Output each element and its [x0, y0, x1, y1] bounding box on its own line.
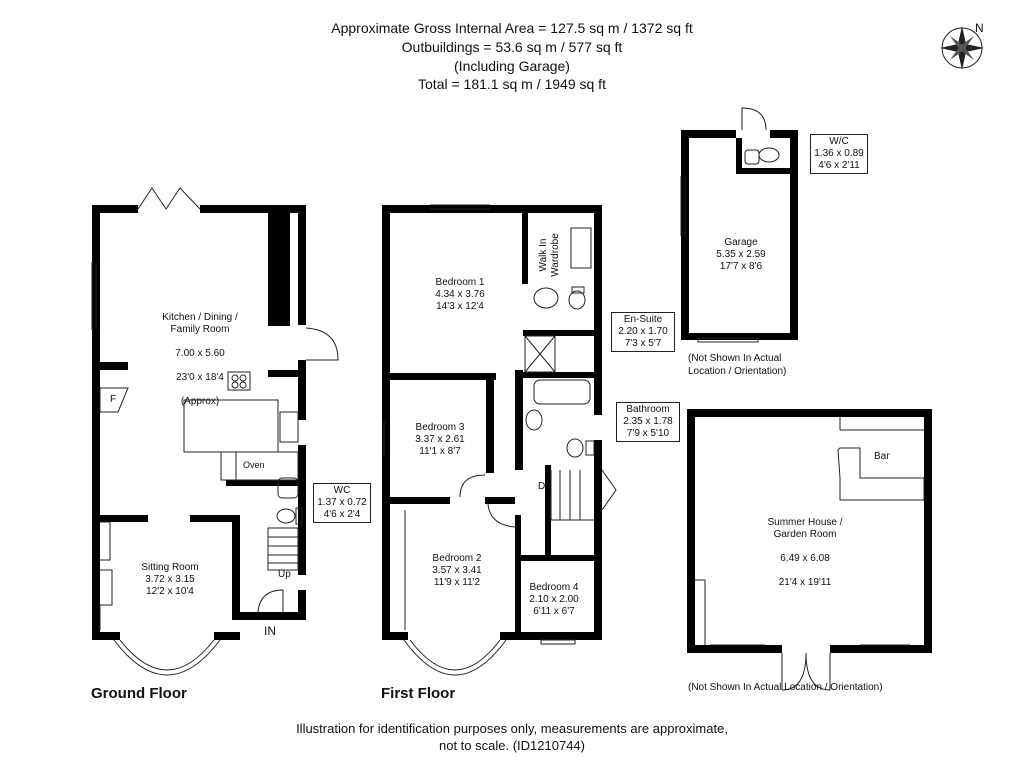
bedroom1-metric: 4.34 x 3.76: [435, 289, 485, 300]
entrance-label: IN: [264, 624, 276, 638]
garage-label: Garage 5.35 x 2.59 17'7 x 8'6: [705, 237, 777, 273]
wc-garage-metric: 1.36 x 0.89: [814, 148, 864, 159]
bedroom3-name: Bedroom 3: [415, 422, 465, 433]
bedroom1-name: Bedroom 1: [435, 277, 485, 288]
fridge-label: F: [110, 394, 117, 405]
kitchen-metric: 7.00 x 5.60: [175, 348, 225, 359]
bedroom1-label: Bedroom 1 4.34 x 3.76 14'3 x 12'4: [415, 277, 505, 313]
garage-imperial: 17'7 x 8'6: [719, 261, 763, 272]
kitchen-imperial: 23'0 x 18'4: [176, 372, 224, 383]
wc-ground-label: WC 1.37 x 0.72 4'6 x 2'4: [313, 483, 371, 523]
ensuite-metric: 2.20 x 1.70: [618, 326, 668, 337]
sitting-room-label: Sitting Room 3.72 x 3.15 12'2 x 10'4: [125, 562, 215, 598]
kitchen-name: Kitchen / Dining / Family Room: [162, 312, 238, 335]
disclaimer-line2: not to scale. (ID1210744): [439, 738, 585, 753]
stairs-up-label: Up: [278, 569, 291, 580]
wc-ground-imperial: 4'6 x 2'4: [323, 509, 361, 520]
summer-house-label: Summer House / Garden Room 6.49 x 6.08 2…: [755, 505, 855, 601]
bedroom3-metric: 3.37 x 2.61: [415, 434, 465, 445]
summer-metric: 6.49 x 6.08: [780, 553, 830, 564]
bedroom3-label: Bedroom 3 3.37 x 2.61 11'1 x 8'7: [395, 422, 485, 458]
wc-garage-name: W/C: [829, 136, 849, 147]
bedroom1-imperial: 14'3 x 12'4: [436, 301, 484, 312]
sitting-metric: 3.72 x 3.15: [145, 574, 195, 585]
summer-house-walls: [687, 409, 932, 653]
ensuite-imperial: 7'3 x 5'7: [624, 338, 662, 349]
ensuite-name: En-Suite: [623, 314, 663, 325]
stairs-down-label: Dn: [538, 481, 551, 492]
summer-location-note: (Not Shown In Actual Location / Orientat…: [688, 682, 883, 693]
total-area-text: Total = 181.1 sq m / 1949 sq ft: [418, 76, 606, 92]
bathroom-name: Bathroom: [626, 404, 670, 415]
oven-label: Oven: [243, 460, 265, 470]
garage-metric: 5.35 x 2.59: [716, 249, 766, 260]
first-floor-title: First Floor: [381, 685, 456, 702]
bedroom2-name: Bedroom 2: [432, 553, 482, 564]
sitting-name: Sitting Room: [141, 562, 199, 573]
summer-name: Summer House / Garden Room: [767, 517, 843, 540]
first-floor-walls: [382, 205, 602, 640]
wc-garage-label: W/C 1.36 x 0.89 4'6 x 2'11: [810, 134, 868, 174]
including-garage-text: (Including Garage): [454, 58, 570, 74]
compass-rose-icon: [940, 26, 984, 70]
compass-north-label: N: [975, 21, 984, 35]
bathroom-label: Bathroom 2.35 x 1.78 7'9 x 5'10: [616, 402, 680, 442]
bathroom-metric: 2.35 x 1.78: [623, 416, 673, 427]
bedroom2-imperial: 11'9 x 11'2: [433, 577, 481, 588]
bedroom4-imperial: 6'11 x 6'7: [533, 606, 575, 617]
walk-in-wardrobe-label: Walk In Wardrobe: [538, 233, 561, 277]
kitchen-dining-label: Kitchen / Dining / Family Room 7.00 x 5.…: [150, 300, 250, 420]
outbuildings-area-text: Outbuildings = 53.6 sq m / 577 sq ft: [401, 39, 623, 55]
bedroom4-metric: 2.10 x 2.00: [529, 594, 579, 605]
disclaimer-line1: Illustration for identification purposes…: [296, 721, 728, 736]
ensuite-label: En-Suite 2.20 x 1.70 7'3 x 5'7: [611, 312, 675, 352]
bedroom3-imperial: 11'1 x 8'7: [419, 446, 461, 457]
bathroom-imperial: 7'9 x 5'10: [626, 428, 670, 439]
gross-area-text: Approximate Gross Internal Area = 127.5 …: [331, 20, 693, 36]
sitting-imperial: 12'2 x 10'4: [146, 586, 194, 597]
bedroom4-name: Bedroom 4: [529, 582, 579, 593]
kitchen-extra: (Approx): [180, 396, 220, 407]
bar-label: Bar: [874, 451, 890, 462]
garage-name: Garage: [724, 237, 758, 248]
summer-imperial: 21'4 x 19'11: [778, 577, 832, 588]
bedroom2-label: Bedroom 2 3.57 x 3.41 11'9 x 11'2: [412, 553, 502, 589]
garage-walls: [681, 130, 798, 340]
ground-floor-title: Ground Floor: [91, 685, 187, 702]
bedroom2-metric: 3.57 x 3.41: [432, 565, 482, 576]
wc-ground-name: WC: [333, 485, 351, 496]
wc-ground-metric: 1.37 x 0.72: [317, 497, 367, 508]
wc-garage-imperial: 4'6 x 2'11: [818, 160, 860, 171]
bedroom4-label: Bedroom 4 2.10 x 2.00 6'11 x 6'7: [524, 582, 584, 618]
garage-location-note: (Not Shown In Actual Location / Orientat…: [688, 353, 787, 377]
